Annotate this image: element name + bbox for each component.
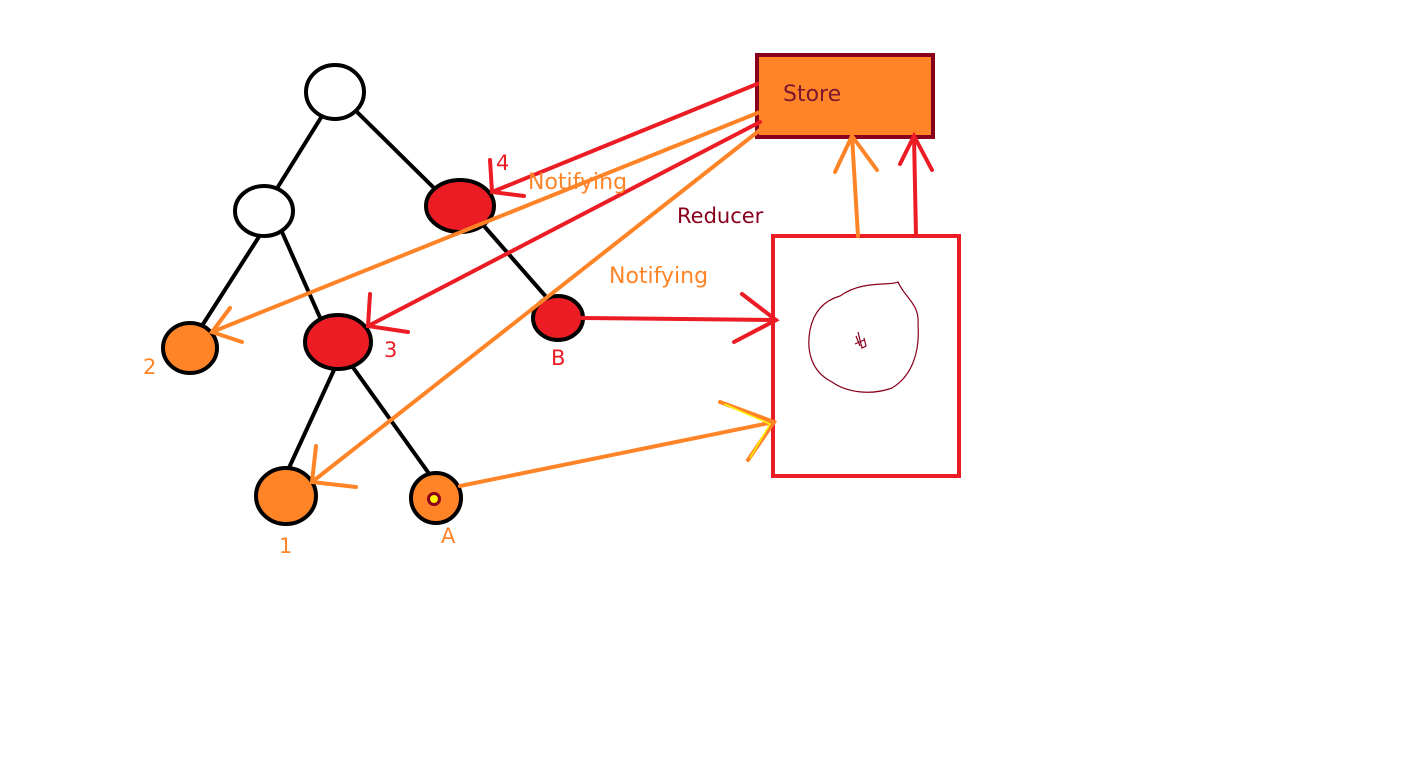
node-label-3: 3 bbox=[384, 338, 397, 362]
node-label-B: B bbox=[551, 346, 565, 370]
node-1 bbox=[254, 466, 318, 526]
node-label-1: 1 bbox=[279, 534, 292, 558]
reducer-scribble bbox=[808, 281, 919, 393]
edge-left-n3 bbox=[280, 230, 324, 324]
orange-arrows bbox=[208, 110, 879, 489]
reducer-scribble-glyph bbox=[854, 331, 867, 349]
reducer-to-store-arrow-orange bbox=[850, 134, 860, 238]
notify-arrowhead-node-3 bbox=[365, 292, 410, 334]
notify-arrowhead-node-1 bbox=[309, 444, 358, 489]
edge-root-left bbox=[274, 114, 324, 192]
reducer-to-store-arrow-red bbox=[912, 134, 918, 238]
notify-arrow-to-node-3 bbox=[366, 120, 762, 328]
edge-n3-n1 bbox=[286, 368, 336, 472]
notifying-label-middle: Notifying bbox=[609, 264, 708, 289]
node-A-marker bbox=[427, 492, 441, 506]
store-box bbox=[755, 53, 935, 139]
notify-arrow-to-node-2 bbox=[210, 110, 762, 334]
edge-left-n2 bbox=[196, 230, 264, 334]
red-arrows bbox=[365, 82, 934, 344]
node-3 bbox=[303, 313, 373, 371]
node-left bbox=[233, 184, 295, 238]
dispatch-arrow-from-A bbox=[458, 420, 776, 488]
node-root bbox=[304, 63, 366, 121]
reducer-to-store-arrowhead-orange bbox=[833, 132, 879, 174]
dispatch-arrowhead-B bbox=[732, 292, 780, 344]
tree-nodes bbox=[161, 63, 585, 526]
notify-arrow-to-node-4 bbox=[490, 82, 759, 194]
edge-n4-nB bbox=[482, 224, 550, 301]
reducer-box bbox=[771, 234, 961, 478]
dispatch-arrowhead-A-highlight bbox=[723, 403, 772, 459]
reducer-label: Reducer bbox=[677, 204, 764, 228]
notify-arrow-to-node-1 bbox=[310, 128, 762, 484]
store-label: Store bbox=[783, 82, 841, 107]
dispatch-arrow-from-B bbox=[580, 316, 778, 322]
node-2 bbox=[161, 321, 219, 375]
node-label-4: 4 bbox=[496, 151, 509, 175]
notify-arrowhead-node-2 bbox=[208, 306, 244, 344]
notify-arrowhead-node-4 bbox=[488, 158, 526, 198]
node-label-2: 2 bbox=[143, 355, 156, 379]
notifying-label-top: Notifying bbox=[528, 170, 627, 195]
edge-root-right bbox=[355, 110, 438, 192]
reducer-to-store-arrowhead-red bbox=[898, 131, 934, 172]
node-label-A: A bbox=[441, 524, 456, 548]
